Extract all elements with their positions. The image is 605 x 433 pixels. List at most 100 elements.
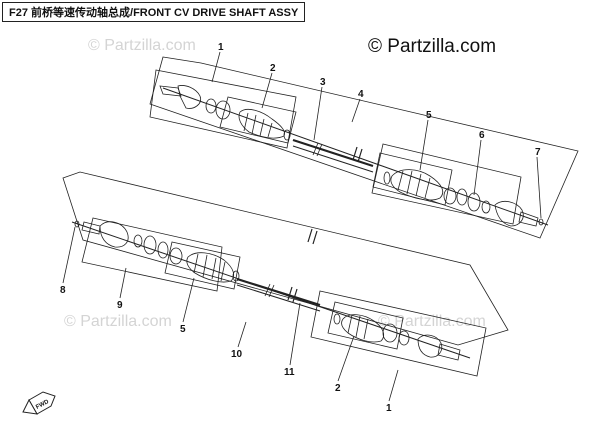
leader-line [289, 302, 301, 366]
upper-right-stub [518, 211, 539, 227]
boot-rib [355, 315, 361, 338]
lower-shaft [236, 277, 321, 307]
boot-rib [406, 170, 413, 195]
upper-shaft-lower-edge [292, 145, 374, 173]
upper-left-stub [159, 85, 182, 97]
leader-line [261, 72, 273, 109]
lower-left-stub [81, 221, 101, 235]
copyright-notice: © Partzilla.com [368, 36, 497, 57]
lower-right-housing [417, 334, 443, 358]
break-mark [312, 230, 318, 245]
break-mark [292, 288, 298, 303]
upper-assembly-frame [149, 56, 579, 239]
boot-rib [193, 253, 199, 274]
upper-left-small-clamp [283, 129, 291, 141]
lower-right-clamp [382, 323, 398, 343]
lower-right-bearing [398, 330, 410, 346]
lower-left-circlip [133, 234, 143, 248]
callout-7: 7 [535, 147, 541, 158]
lower-assembly-frame [62, 171, 509, 346]
upper-right-boot [390, 169, 444, 201]
boot-rib [220, 261, 226, 282]
callout-5-lower: 5 [180, 324, 186, 335]
upper-right-clamp [443, 187, 457, 205]
lower-left-ring [143, 235, 157, 255]
leader-line [119, 267, 127, 299]
lower-right-small-clamp [333, 313, 341, 325]
lower-boot-frame [164, 241, 241, 290]
upper-right-joint-frame [371, 143, 522, 225]
upper-left-joint-frame [149, 69, 297, 149]
boot-rib [347, 314, 353, 334]
boot-rib [397, 170, 404, 191]
callout-8: 8 [60, 285, 66, 296]
diagram-title: F27 前桥等速传动轴总成/FRONT CV DRIVE SHAFT ASSY [2, 2, 306, 22]
upper-right-boot-frame [372, 152, 453, 206]
upper-right-bearing [456, 188, 468, 206]
upper-shaft-ring [316, 143, 323, 157]
upper-right-circlip [481, 200, 491, 214]
leader-line [536, 156, 542, 219]
callout-10: 10 [231, 349, 243, 360]
upper-boot-frame [219, 96, 297, 144]
lower-left-boot [186, 252, 235, 283]
boot-rib [251, 114, 257, 135]
upper-right-ring [467, 192, 481, 212]
boot-rib [211, 257, 217, 280]
lower-right-stub [437, 343, 461, 361]
leader-line [182, 277, 195, 323]
leader-line [388, 369, 399, 402]
boot-rib [424, 177, 431, 199]
lower-shaft-lower-edge [236, 284, 321, 312]
upper-left-housing [177, 85, 201, 109]
break-mark [307, 228, 313, 243]
lower-left-small-clamp [232, 270, 240, 282]
leader-line [419, 119, 429, 171]
boot-rib [259, 118, 265, 137]
callout-4: 4 [358, 89, 364, 100]
callout-9: 9 [117, 300, 123, 311]
upper-shaft-axis [162, 87, 549, 226]
upper-left-bearing [205, 98, 217, 114]
watermark: © Partzilla.com [64, 313, 172, 330]
upper-left-clamp [215, 100, 231, 120]
lower-right-boot [341, 314, 385, 343]
lower-left-joint-frame [81, 217, 223, 292]
callout-5-upper: 5 [426, 110, 432, 121]
upper-right-small-clamp [383, 171, 391, 185]
callout-6: 6 [479, 130, 485, 141]
leader-line [337, 335, 355, 382]
upper-right-housing [494, 200, 524, 227]
lower-left-bearing [157, 241, 169, 259]
callout-1-lower: 1 [386, 403, 392, 414]
lower-left-clamp [169, 247, 183, 265]
lower-right-joint-frame [310, 290, 487, 377]
boot-rib [363, 318, 369, 340]
watermark: © Partzilla.com [378, 313, 486, 330]
fwd-arrow-icon: FWD [22, 391, 56, 415]
lower-shaft-ring [264, 283, 271, 297]
boot-rib [243, 112, 249, 132]
lower-left-housing [99, 221, 129, 248]
lower-left-end-ring [74, 220, 80, 228]
callout-3: 3 [320, 77, 326, 88]
diagram-title-text: F27 前桥等速传动轴总成/FRONT CV DRIVE SHAFT ASSY [9, 7, 299, 19]
upper-shaft-ring [312, 142, 319, 156]
leader-line [473, 139, 482, 196]
callout-2-upper: 2 [270, 63, 276, 74]
boot-rib [202, 254, 208, 278]
break-mark [352, 146, 358, 161]
leader-line [62, 226, 76, 284]
lower-right-boot-frame [327, 301, 404, 350]
leader-line [211, 51, 221, 83]
boot-rib [415, 173, 422, 197]
watermark: © Partzilla.com [88, 37, 196, 54]
leader-line [351, 98, 361, 123]
break-mark [357, 148, 363, 163]
lower-shaft-ring [268, 284, 275, 298]
upper-right-end-ring [538, 218, 544, 226]
callout-11: 11 [284, 367, 295, 378]
break-mark [287, 286, 293, 301]
